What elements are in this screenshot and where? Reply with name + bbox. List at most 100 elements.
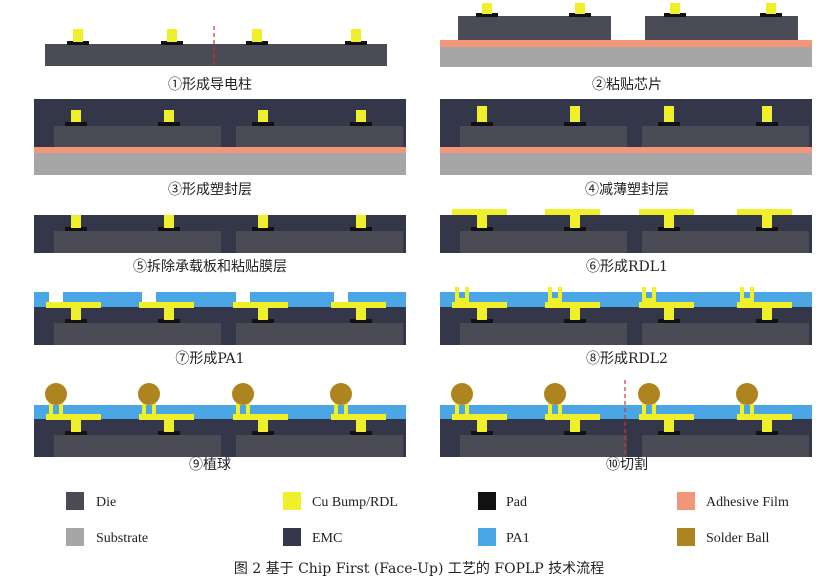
rdl2 [334,403,338,415]
cu-pillar [762,419,772,432]
legend-swatch-die [66,492,84,510]
pad [471,431,493,435]
cu-pillar [356,215,366,228]
adhesive-film [440,147,812,153]
die [54,435,221,457]
pad [471,319,493,323]
cu-pillar [73,29,83,42]
pa1-opening [49,292,63,302]
rdl1 [46,302,101,308]
rdl2 [455,287,459,302]
rdl1 [452,302,507,308]
steps-layer [34,3,812,457]
rdl1 [639,302,694,308]
cu-pillar [664,106,674,122]
rdl2 [552,298,559,302]
cu-pillar [351,29,361,42]
cu-pillar [766,3,776,14]
step-10-label: ⑩切割 [606,456,648,473]
rdl1 [639,209,694,215]
legend-swatch-cu [283,492,301,510]
cu-pillar [570,419,580,432]
die [236,435,403,457]
die [458,16,611,40]
die [236,231,403,253]
die [54,126,221,147]
legend-swatch-solder [677,528,695,546]
rdl2 [455,403,459,415]
pad [350,431,372,435]
pad [252,431,274,435]
die [642,435,809,457]
rdl1 [233,414,288,420]
pad [756,431,778,435]
pad [564,319,586,323]
rdl2 [548,287,552,302]
rdl2 [152,403,156,415]
cu-pillar [664,307,674,320]
pad [564,431,586,435]
cu-pillar [664,215,674,228]
cu-pillar [570,106,580,122]
pad [658,431,680,435]
cu-pillar [356,110,366,122]
solder-ball [638,383,660,405]
die [236,126,403,147]
pad [756,122,778,126]
rdl1 [46,414,101,420]
pad [658,122,680,126]
pa1 [440,405,812,419]
cu-pillar [575,3,585,14]
legend-label-adhesive: Adhesive Film [706,495,789,510]
rdl2 [740,403,744,415]
die [460,323,627,345]
rdl1 [737,302,792,308]
die [460,435,627,457]
pad [350,122,372,126]
step-6-figure [440,209,812,253]
cu-pillar [670,3,680,14]
solder-ball [736,383,758,405]
figure-caption: 图 2 基于 Chip First (Face-Up) 工艺的 FOPLP 技术… [234,560,604,577]
legend-label-emc: EMC [312,531,342,546]
pad [65,431,87,435]
rdl2 [652,403,656,415]
pad [158,122,180,126]
die [460,126,627,147]
die [642,323,809,345]
rdl2 [59,403,63,415]
step-10-figure [440,380,812,457]
pad [67,41,89,45]
cu-pillar [258,307,268,320]
rdl2 [750,287,754,302]
pad [252,319,274,323]
rdl1 [233,302,288,308]
legend: Die Cu Bump/RDL Pad Adhesive Film Substr… [66,492,789,546]
pad [65,122,87,126]
cu-pillar [164,307,174,320]
cu-pillar [258,110,268,122]
rdl2 [142,403,146,415]
step-8-figure [440,287,812,345]
solder-ball [45,383,67,405]
rdl2 [642,403,646,415]
rdl1 [639,414,694,420]
step-3-figure [34,99,406,175]
cu-pillar [164,419,174,432]
cu-pillar [71,307,81,320]
cu-pillar [477,106,487,122]
rdl1 [452,414,507,420]
cu-pillar [258,215,268,228]
cu-pillar [570,307,580,320]
pa1 [34,292,406,307]
pa1-opening [334,292,348,302]
pad [471,227,493,231]
solder-ball [138,383,160,405]
rdl1 [737,414,792,420]
rdl1 [331,414,386,420]
rdl1 [139,414,194,420]
rdl2 [459,298,466,302]
legend-swatch-adhesive [677,492,695,510]
pad [158,431,180,435]
rdl1 [331,302,386,308]
